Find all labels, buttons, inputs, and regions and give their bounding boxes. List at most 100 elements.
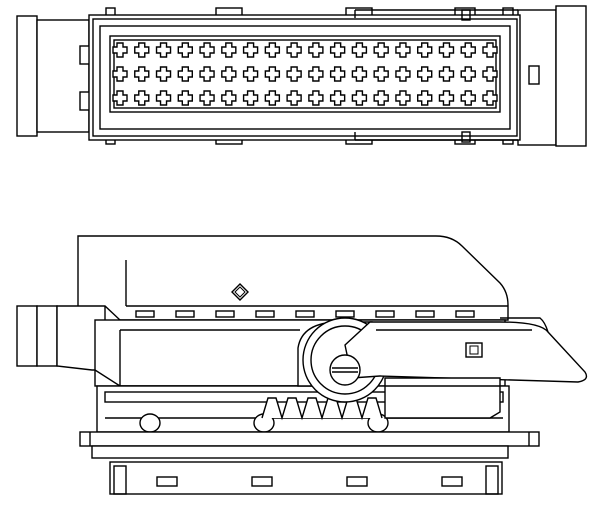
pin-terminal bbox=[221, 66, 237, 82]
hood-slot bbox=[135, 310, 155, 318]
pin-terminal bbox=[286, 42, 302, 58]
side-right-block bbox=[384, 377, 501, 419]
pin-terminal bbox=[438, 90, 455, 106]
pin-terminal bbox=[417, 90, 433, 106]
pin-terminal bbox=[221, 42, 237, 58]
pin-terminal bbox=[112, 90, 128, 106]
pin-terminal bbox=[308, 90, 324, 106]
top-housing-recess bbox=[99, 25, 511, 130]
lever-arm-lip bbox=[500, 317, 549, 333]
hood-slot bbox=[415, 310, 435, 318]
header-slot bbox=[346, 476, 368, 487]
pin-terminal bbox=[112, 42, 128, 58]
top-left-plug-body bbox=[36, 19, 90, 133]
pivot-screw-icon bbox=[329, 354, 361, 386]
hood-body bbox=[77, 235, 509, 321]
bottom-header-end-right bbox=[485, 465, 499, 495]
pin-terminal bbox=[199, 42, 215, 58]
hood-slot bbox=[255, 310, 275, 318]
pin-terminal bbox=[417, 42, 433, 58]
pin-terminal bbox=[329, 42, 346, 58]
pin-terminal bbox=[373, 66, 389, 82]
top-view bbox=[16, 5, 587, 147]
pin-terminal bbox=[438, 42, 455, 58]
pin-terminal bbox=[460, 42, 476, 58]
base-plate-lower bbox=[91, 445, 509, 459]
pin-terminal bbox=[308, 66, 324, 82]
pin-terminal bbox=[177, 90, 193, 106]
pin-terminal bbox=[351, 66, 368, 82]
top-cover-outline bbox=[354, 9, 518, 141]
hood-slot bbox=[455, 310, 475, 318]
header-slot bbox=[441, 476, 463, 487]
pin-terminal bbox=[264, 42, 281, 58]
hood-slot bbox=[175, 310, 195, 318]
header-slot bbox=[251, 476, 273, 487]
pin-terminal bbox=[460, 90, 476, 106]
pin-terminal bbox=[155, 66, 172, 82]
pin-terminal bbox=[482, 42, 498, 58]
pin-terminal bbox=[395, 42, 411, 58]
pin-terminal bbox=[308, 42, 324, 58]
pin-terminal bbox=[395, 90, 411, 106]
pin-terminal bbox=[286, 90, 302, 106]
pin-terminal bbox=[438, 66, 455, 82]
top-housing-inner bbox=[92, 18, 518, 137]
hood-diamond-marker bbox=[231, 283, 249, 301]
pin-terminal bbox=[373, 42, 389, 58]
top-housing-outer bbox=[88, 14, 521, 141]
pin-terminal bbox=[221, 90, 237, 106]
pin-terminal bbox=[242, 42, 259, 58]
pin-terminal bbox=[373, 90, 389, 106]
pin-terminal bbox=[351, 42, 368, 58]
top-right-end-flange bbox=[555, 5, 587, 147]
pin-terminal bbox=[177, 42, 193, 58]
base-plate bbox=[79, 431, 540, 447]
gear-teeth bbox=[261, 397, 383, 421]
bottom-cover-clip bbox=[461, 131, 471, 143]
pin-field-frame bbox=[109, 35, 501, 113]
pin-terminal bbox=[395, 66, 411, 82]
gear-rack bbox=[261, 397, 383, 421]
pin-terminal bbox=[329, 66, 346, 82]
lever-square-marker-inner bbox=[469, 345, 479, 355]
hood-slot bbox=[295, 310, 315, 318]
hood-diamond-marker-inner bbox=[234, 286, 246, 298]
roller bbox=[139, 413, 161, 433]
pin-terminal bbox=[460, 66, 476, 82]
header-slot bbox=[156, 476, 178, 487]
lever-square-marker bbox=[465, 342, 483, 358]
side-view bbox=[16, 235, 588, 495]
pin-terminal bbox=[242, 90, 259, 106]
top-right-latch bbox=[528, 65, 540, 85]
top-cover-clip bbox=[461, 9, 471, 21]
pin-terminal bbox=[242, 66, 259, 82]
side-left-plug-cap bbox=[16, 305, 38, 367]
pin-terminal bbox=[351, 90, 368, 106]
side-left-plug-collar bbox=[36, 305, 58, 367]
pin-terminal bbox=[286, 66, 302, 82]
pin-terminal bbox=[155, 90, 172, 106]
bottom-header-end-left bbox=[113, 465, 127, 495]
pin-terminal bbox=[329, 90, 346, 106]
pin-terminal bbox=[482, 90, 498, 106]
pin-terminal bbox=[177, 66, 193, 82]
pin-terminal bbox=[134, 90, 150, 106]
side-rail bbox=[104, 391, 504, 403]
top-left-plug-cap bbox=[16, 15, 38, 137]
pin-terminal bbox=[112, 66, 128, 82]
pin-terminal bbox=[199, 66, 215, 82]
bottom-slot-row bbox=[156, 476, 463, 487]
pin-terminal bbox=[199, 90, 215, 106]
side-slot-row bbox=[135, 310, 475, 318]
pin-grid bbox=[112, 42, 498, 106]
hood-slot bbox=[335, 310, 355, 318]
pin-terminal bbox=[264, 90, 281, 106]
pin-terminal bbox=[134, 66, 150, 82]
pin-terminal bbox=[482, 66, 498, 82]
hood-slot bbox=[215, 310, 235, 318]
pin-terminal bbox=[155, 42, 172, 58]
pin-terminal bbox=[264, 66, 281, 82]
